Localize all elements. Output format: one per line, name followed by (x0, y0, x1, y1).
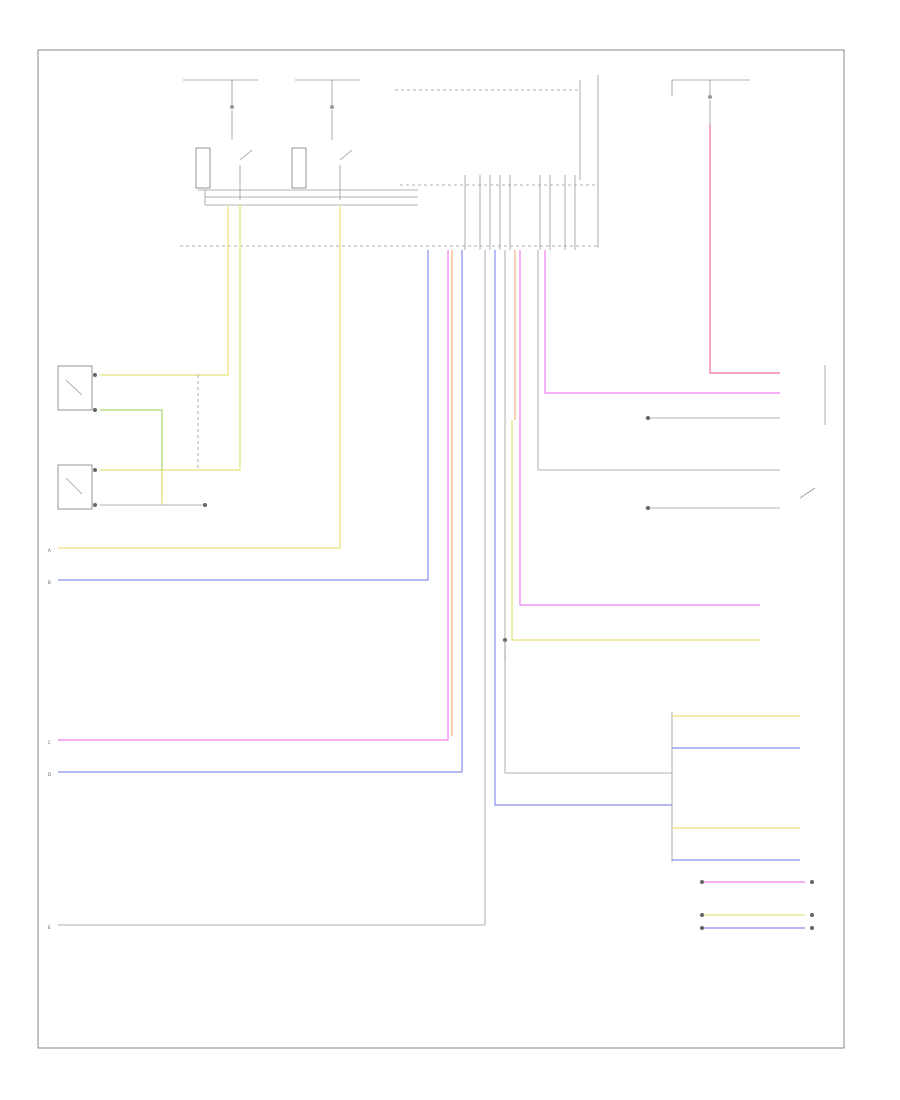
yellow-wires-lamps (100, 205, 241, 507)
center-wire-bundle (464, 175, 576, 250)
green-wire-1 (100, 409, 163, 500)
pink-wire-edge-c (58, 250, 449, 741)
pink-wire-lower (519, 250, 760, 606)
center-lower-wires (494, 250, 760, 806)
blue-wire-edge-d (58, 250, 463, 773)
blue-wire-lower (494, 250, 672, 806)
right-lower-wiring (671, 712, 814, 930)
grey-wire-edge-e (58, 250, 486, 926)
fuse-relay-block-left (183, 79, 258, 200)
pin-c: C (48, 740, 51, 745)
right-rear-lamp (57, 464, 97, 510)
diagram-frame (37, 49, 845, 1049)
pin-b: B (48, 580, 51, 585)
pin-a: A (48, 548, 51, 553)
left-rear-lamp (57, 365, 97, 412)
grey-wire-lower (504, 250, 672, 774)
yellow-wire-lower (511, 420, 760, 641)
battery-fuse-block (671, 79, 750, 125)
pin-e: E (48, 925, 51, 930)
pin-d: D (48, 772, 51, 777)
pink-wire-right (544, 250, 780, 394)
grey-wire-right (537, 250, 780, 471)
control-module-box (180, 75, 599, 248)
relay-bus-lines (198, 189, 418, 206)
yellow-wire-edge-a (58, 205, 341, 549)
blue-wire-edge-b (58, 250, 429, 581)
fuse-relay-block-mid (291, 79, 360, 200)
left-edge-wires: A B C D E (48, 205, 486, 930)
yellow-wire-1 (100, 205, 241, 471)
right-upper-wiring (537, 125, 826, 510)
red-wire-battery (709, 125, 780, 374)
yellow-wire-2 (100, 205, 229, 376)
